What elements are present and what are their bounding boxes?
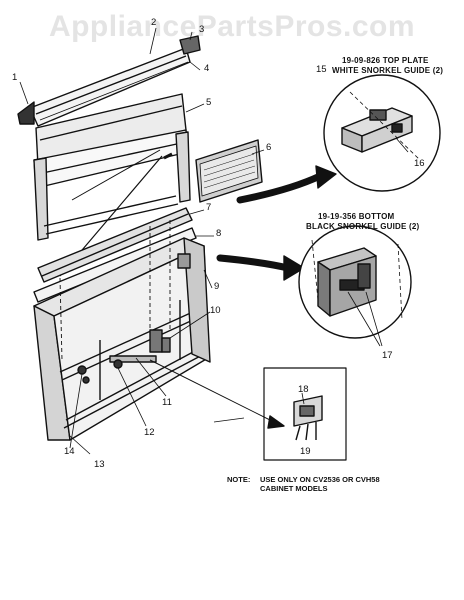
motor-bracket bbox=[109, 329, 171, 363]
watermark: AppliancePartsPros.com bbox=[48, 10, 416, 43]
bottom-guide-detail-circle bbox=[298, 225, 412, 347]
switch-inset-box bbox=[263, 367, 347, 461]
top-guide-label-line2: WHITE SNORKEL GUIDE (2) bbox=[332, 66, 444, 75]
callout-19: 19 bbox=[300, 446, 311, 457]
bottom-guide-label-line2: BLACK SNORKEL GUIDE (2) bbox=[306, 222, 420, 231]
callout-16: 16 bbox=[414, 158, 425, 169]
gasket bbox=[33, 227, 197, 303]
bottom-guide-label-line1: 19-19-356 BOTTOM bbox=[318, 212, 395, 221]
callout-12: 12 bbox=[144, 427, 155, 438]
clip-part bbox=[179, 35, 201, 55]
callout-13: 13 bbox=[94, 459, 105, 470]
callout-10: 10 bbox=[210, 305, 221, 316]
top-guide-detail-circle bbox=[323, 74, 441, 192]
note-label: NOTE: bbox=[227, 475, 251, 484]
note-line1: USE ONLY ON CV2536 OR CVH58 bbox=[260, 475, 380, 484]
callout-9: 9 bbox=[214, 281, 220, 292]
arrow-from-inset bbox=[149, 359, 285, 429]
callout-5: 5 bbox=[206, 97, 212, 108]
callout-2: 2 bbox=[151, 17, 157, 28]
arrow-to-top-guide bbox=[236, 165, 337, 204]
callout-15: 15 bbox=[316, 64, 327, 75]
callout-11: 11 bbox=[162, 397, 172, 408]
filter-panel bbox=[195, 139, 263, 203]
callout-4: 4 bbox=[204, 63, 210, 74]
hood-frame bbox=[33, 93, 191, 277]
callout-8: 8 bbox=[216, 228, 222, 239]
top-guide-label-line1: 19-09-826 TOP PLATE bbox=[342, 56, 429, 65]
callout-3: 3 bbox=[199, 24, 205, 35]
callout-1: 1 bbox=[12, 72, 18, 83]
end-cap bbox=[17, 101, 35, 125]
note-line2: CABINET MODELS bbox=[260, 484, 328, 493]
callout-7: 7 bbox=[206, 202, 212, 213]
callout-14: 14 bbox=[64, 446, 75, 457]
channel-rail bbox=[37, 207, 193, 283]
callout-6: 6 bbox=[266, 142, 272, 153]
callout-17: 17 bbox=[382, 350, 393, 361]
arrow-to-bottom-guide bbox=[216, 254, 305, 281]
callout-18: 18 bbox=[298, 384, 309, 395]
screws bbox=[77, 359, 123, 384]
